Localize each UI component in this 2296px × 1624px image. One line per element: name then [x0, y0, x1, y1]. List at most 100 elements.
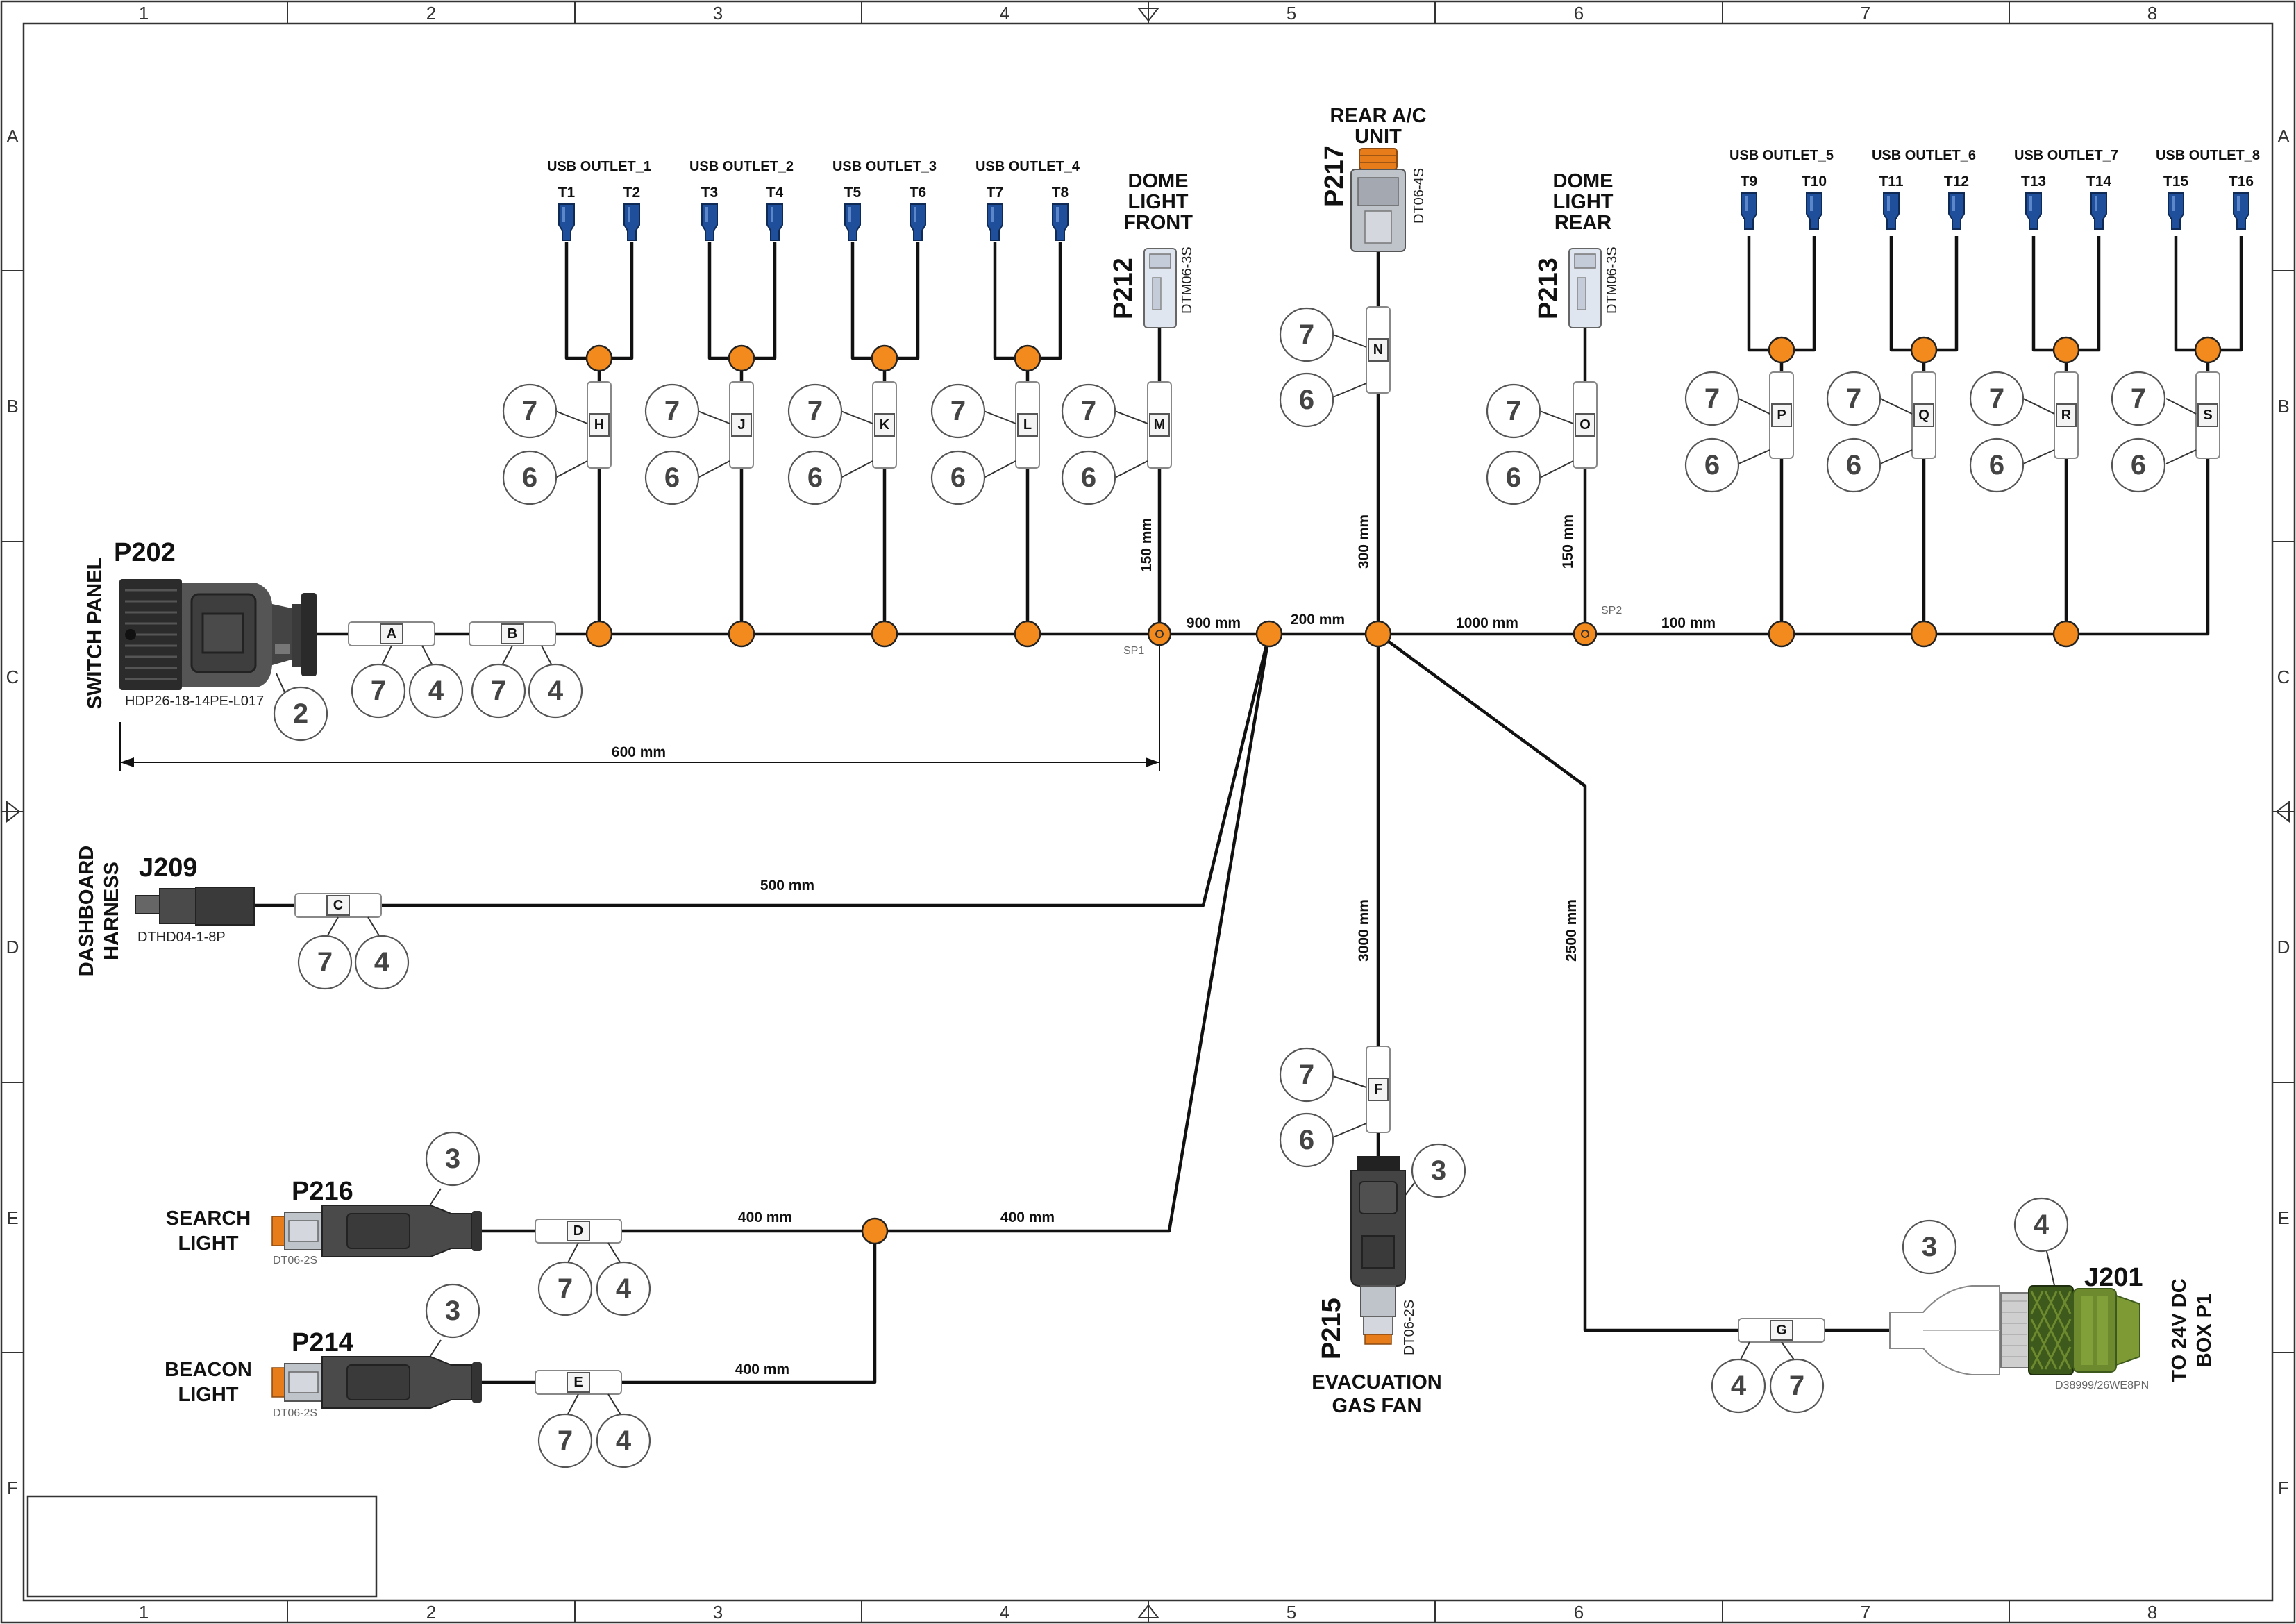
col-label-bottom-5: 5	[1287, 1602, 1296, 1623]
terminal-icon-8	[1052, 203, 1069, 241]
p213-part-number: DTM06-3S	[1604, 246, 1620, 314]
col-label-top-2: 2	[426, 3, 436, 24]
sleeve-h: H	[587, 381, 612, 469]
terminal-t8: T8	[1052, 185, 1069, 201]
callout-6: 6	[664, 462, 680, 493]
sleeve-e: E	[535, 1370, 622, 1395]
p212-id: P212	[1109, 258, 1138, 319]
terminal-icon-5	[844, 203, 861, 241]
p217-name-line2: UNIT	[1355, 126, 1402, 148]
svg-text:F: F	[1374, 1082, 1382, 1097]
svg-text:G: G	[1776, 1323, 1787, 1338]
usb2-splice	[728, 344, 755, 372]
callout-6: 6	[807, 462, 823, 493]
callout-7: 7	[1506, 396, 1521, 426]
sp2-label: SP2	[1601, 605, 1622, 617]
terminal-icon-9	[1741, 192, 1757, 230]
usb-outlet-1-label: USB OUTLET_1	[547, 159, 651, 174]
usb4-fork	[993, 242, 1062, 360]
j209-part-number: DTHD04-1-8P	[137, 930, 226, 945]
p214-name-line1: BEACON	[165, 1359, 252, 1381]
p215-evacuation-gas-fan-connector: P215 DT06-2S EVACUATION GAS FAN	[1312, 1156, 1442, 1417]
callout-6: 6	[1299, 1125, 1314, 1155]
usb-outlet-2-label: USB OUTLET_2	[689, 159, 794, 174]
sleeve-d: D	[535, 1219, 622, 1244]
row-label-left-A: A	[6, 126, 19, 147]
row-label-right-E: E	[2277, 1207, 2289, 1228]
terminal-icon-6	[910, 203, 926, 241]
p216-name-line1: SEARCH	[166, 1207, 251, 1230]
svg-text:D: D	[573, 1223, 583, 1239]
beacon-light-wire	[479, 1231, 877, 1384]
terminal-t4: T4	[766, 185, 784, 201]
usb-outlet-2: USB OUTLET_2 T3 T4	[689, 159, 794, 201]
terminal-t10: T10	[1802, 174, 1827, 190]
len-gas-fan: 3000 mm	[1356, 899, 1372, 962]
terminal-icon-1	[558, 203, 575, 241]
col-label-bottom-6: 6	[1574, 1602, 1584, 1623]
sleeve-a: A	[348, 621, 435, 646]
row-label-right-B: B	[2277, 396, 2289, 417]
col-label-top-4: 4	[1000, 3, 1009, 24]
splice-sp1	[1147, 621, 1172, 646]
junction-lights	[861, 1217, 889, 1245]
p215-name-line2: GAS FAN	[1332, 1395, 1422, 1417]
svg-text:S: S	[2203, 408, 2212, 423]
usb2-fork	[707, 242, 777, 360]
svg-text:C: C	[333, 898, 343, 913]
len-box-p1: 2500 mm	[1564, 899, 1579, 962]
callout-7: 7	[807, 396, 823, 426]
row-label-left-C: C	[6, 667, 19, 687]
terminal-icon-7	[987, 203, 1003, 241]
p212-name-line1: DOME	[1128, 170, 1189, 192]
callout-7: 7	[950, 396, 966, 426]
j209-dashboard-connector: J209 DTHD04-1-8P DASHBOARD HARNESS	[76, 846, 255, 976]
p214-id: P214	[292, 1328, 353, 1357]
p202-switch-panel-connector: P202 SWITCH PANEL HDP26-18-14PE-L017	[84, 538, 317, 709]
j201-name-line1: TO 24V DC	[2168, 1278, 2190, 1382]
sleeve-b: B	[469, 621, 556, 646]
p217-name-line1: REAR A/C	[1330, 105, 1426, 127]
len-junction-to-sp2: 1000 mm	[1456, 615, 1518, 631]
p215-name-line1: EVACUATION	[1312, 1371, 1441, 1393]
terminal-t9: T9	[1741, 174, 1758, 190]
callout-7: 7	[522, 396, 537, 426]
col-label-top-8: 8	[2147, 3, 2157, 24]
usb1-splice	[585, 344, 613, 372]
usb6-fork	[1889, 236, 1959, 352]
terminal-icon-3	[701, 203, 718, 241]
p214-part-number: DT06-2S	[273, 1407, 317, 1419]
callout-7: 7	[2131, 383, 2146, 414]
junction-l	[1014, 620, 1041, 648]
sleeve-g: G	[1738, 1318, 1825, 1343]
callout-7: 7	[371, 676, 386, 706]
callout-7: 7	[664, 396, 680, 426]
lights-trunk-wire	[875, 633, 1271, 1233]
sleeve-l: L	[1015, 381, 1040, 469]
usb-outlet-6: USB OUTLET_6 T11 T12	[1872, 148, 1976, 190]
splice-points: SP1 SP2	[585, 336, 2222, 1245]
col-label-top-1: 1	[139, 3, 149, 24]
j209-id: J209	[139, 853, 198, 882]
p216-part-number: DT06-2S	[273, 1255, 317, 1266]
sleeve-m: M	[1147, 381, 1172, 469]
col-label-top-6: 6	[1574, 3, 1584, 24]
p212-name-line2: LIGHT	[1128, 191, 1189, 213]
row-label-right-F: F	[2278, 1477, 2289, 1498]
p215-id: P215	[1317, 1298, 1346, 1359]
svg-text:H: H	[594, 417, 604, 433]
callout-6: 6	[2131, 450, 2146, 480]
terminal-t11: T11	[1879, 174, 1903, 190]
callout-7: 7	[491, 676, 506, 706]
p202-part-number: HDP26-18-14PE-L017	[125, 694, 264, 709]
p213-id: P213	[1534, 258, 1563, 319]
callout-7: 7	[558, 1425, 573, 1456]
usb4-splice	[1014, 344, 1041, 372]
col-label-bottom-7: 7	[1861, 1602, 1870, 1623]
usb-outlet-7: USB OUTLET_7 T13 T14	[2014, 148, 2118, 190]
callout-7: 7	[1299, 1060, 1314, 1090]
p216-name-line2: LIGHT	[178, 1232, 239, 1255]
callout-6: 6	[950, 462, 966, 493]
junction-j	[728, 620, 755, 648]
